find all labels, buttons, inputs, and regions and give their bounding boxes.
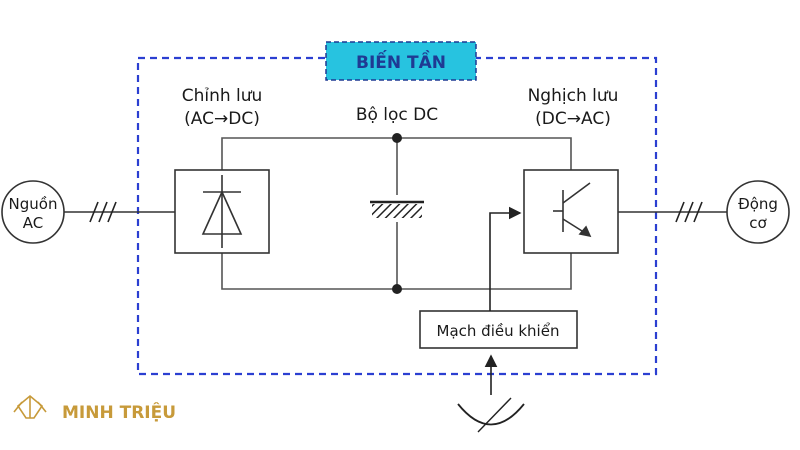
motor-line2: cơ: [749, 214, 767, 232]
control-signal-arrow: [489, 206, 522, 311]
inverter-sub-label: (DC→AC): [535, 109, 611, 129]
ac-source-line1: Nguồn: [9, 195, 58, 213]
three-phase-mark-input: [89, 201, 117, 223]
dc-filter-label: Bộ lọc DC: [356, 105, 438, 125]
inverter-label: Nghịch lưu: [528, 86, 619, 106]
brand-name: MINH TRIỆU: [62, 401, 176, 423]
brand-logo-icon: [13, 394, 47, 419]
title-box: [325, 41, 477, 81]
knob-needle-icon: [477, 397, 512, 433]
rectifier-label: Chỉnh lưu: [182, 86, 263, 106]
junction-bottom: [392, 284, 402, 294]
junction-top: [392, 133, 402, 143]
motor-line1: Động: [738, 195, 778, 213]
control-circuit-box: [419, 310, 578, 349]
inverter-block: [523, 169, 619, 254]
rectifier-sub-label: (AC→DC): [184, 109, 260, 129]
transistor-icon: [553, 182, 592, 238]
diode-icon: [201, 175, 243, 248]
control-knob-icon: [457, 403, 525, 426]
three-phase-mark-output: [675, 201, 703, 223]
capacitor-icon: [370, 200, 424, 218]
ac-source-line2: AC: [23, 214, 43, 232]
control-circuit-label: Mạch điều khiển: [437, 322, 560, 340]
title-text: BIẾN TẦN: [356, 49, 446, 73]
motor-node: [726, 180, 790, 244]
